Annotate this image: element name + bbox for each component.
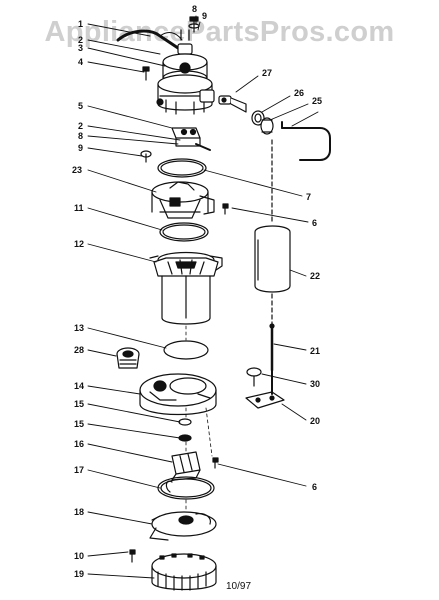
callout-15a: 15	[74, 399, 84, 409]
callout-9-top: 9	[202, 11, 207, 21]
bracket-20	[245, 369, 285, 409]
fitting-27	[218, 95, 247, 113]
motor-housing-top	[156, 74, 215, 115]
callout-16: 16	[74, 439, 84, 449]
callout-18: 18	[74, 507, 84, 517]
pump-base-14	[139, 373, 217, 416]
motor-cap	[162, 53, 208, 86]
callout-2-mid: 2	[78, 121, 83, 131]
o-ring-11	[159, 222, 209, 242]
o-ring-7	[157, 158, 207, 178]
cord-grommet	[177, 29, 193, 55]
assembly-center-line	[185, 325, 213, 511]
callout-1: 1	[78, 19, 83, 29]
callout-22: 22	[310, 271, 320, 281]
callout-21: 21	[310, 346, 320, 356]
screw-9	[140, 150, 152, 163]
motor-body-23	[151, 181, 215, 219]
callout-4: 4	[78, 57, 83, 67]
screw-8-9	[188, 16, 200, 33]
fitting-25	[260, 117, 274, 135]
impeller-16	[171, 451, 201, 481]
callout-28: 28	[74, 345, 84, 355]
float-22	[254, 225, 291, 293]
float-stop-30	[246, 367, 262, 387]
power-cord	[116, 29, 183, 50]
leader-lines	[87, 15, 319, 579]
callout-15b: 15	[74, 419, 84, 429]
pipe-plug-28	[116, 347, 140, 369]
strainer-base-19	[151, 553, 217, 591]
callout-13: 13	[74, 323, 84, 333]
callout-17: 17	[74, 465, 84, 475]
gasket-17	[157, 476, 215, 500]
callout-9-mid: 9	[78, 143, 83, 153]
callout-25: 25	[312, 96, 322, 106]
float-rod-21	[269, 323, 275, 372]
callout-23: 23	[72, 165, 82, 175]
screw-6-lower	[212, 457, 219, 469]
callout-6-lower: 6	[312, 482, 317, 492]
washer-15b	[178, 434, 192, 442]
float-rod-bracket	[281, 121, 331, 161]
callout-3: 3	[78, 43, 83, 53]
callout-2: 2	[78, 35, 83, 45]
pump-housing-12	[149, 251, 223, 325]
callout-11: 11	[74, 203, 84, 213]
callout-19: 19	[74, 569, 84, 579]
gasket-13	[163, 340, 209, 360]
washer-15a	[178, 418, 192, 426]
callout-7: 7	[306, 192, 311, 202]
callout-20: 20	[310, 416, 320, 426]
screw-4	[142, 66, 150, 81]
callout-26: 26	[294, 88, 304, 98]
callout-6-upper: 6	[312, 218, 317, 228]
switch-block-5	[171, 127, 211, 151]
callout-12: 12	[74, 239, 84, 249]
screw-6-upper	[222, 203, 229, 215]
nut-26	[251, 110, 265, 126]
callout-5: 5	[78, 101, 83, 111]
callout-10: 10	[74, 551, 84, 561]
callout-14: 14	[74, 381, 84, 391]
callout-8-mid: 8	[78, 131, 83, 141]
screw-10	[129, 549, 136, 563]
callout-27: 27	[262, 68, 272, 78]
callout-8-top: 8	[192, 4, 197, 14]
callout-30: 30	[310, 379, 320, 389]
date-code: 10/97	[226, 581, 252, 592]
volute-plate-18	[149, 511, 217, 541]
